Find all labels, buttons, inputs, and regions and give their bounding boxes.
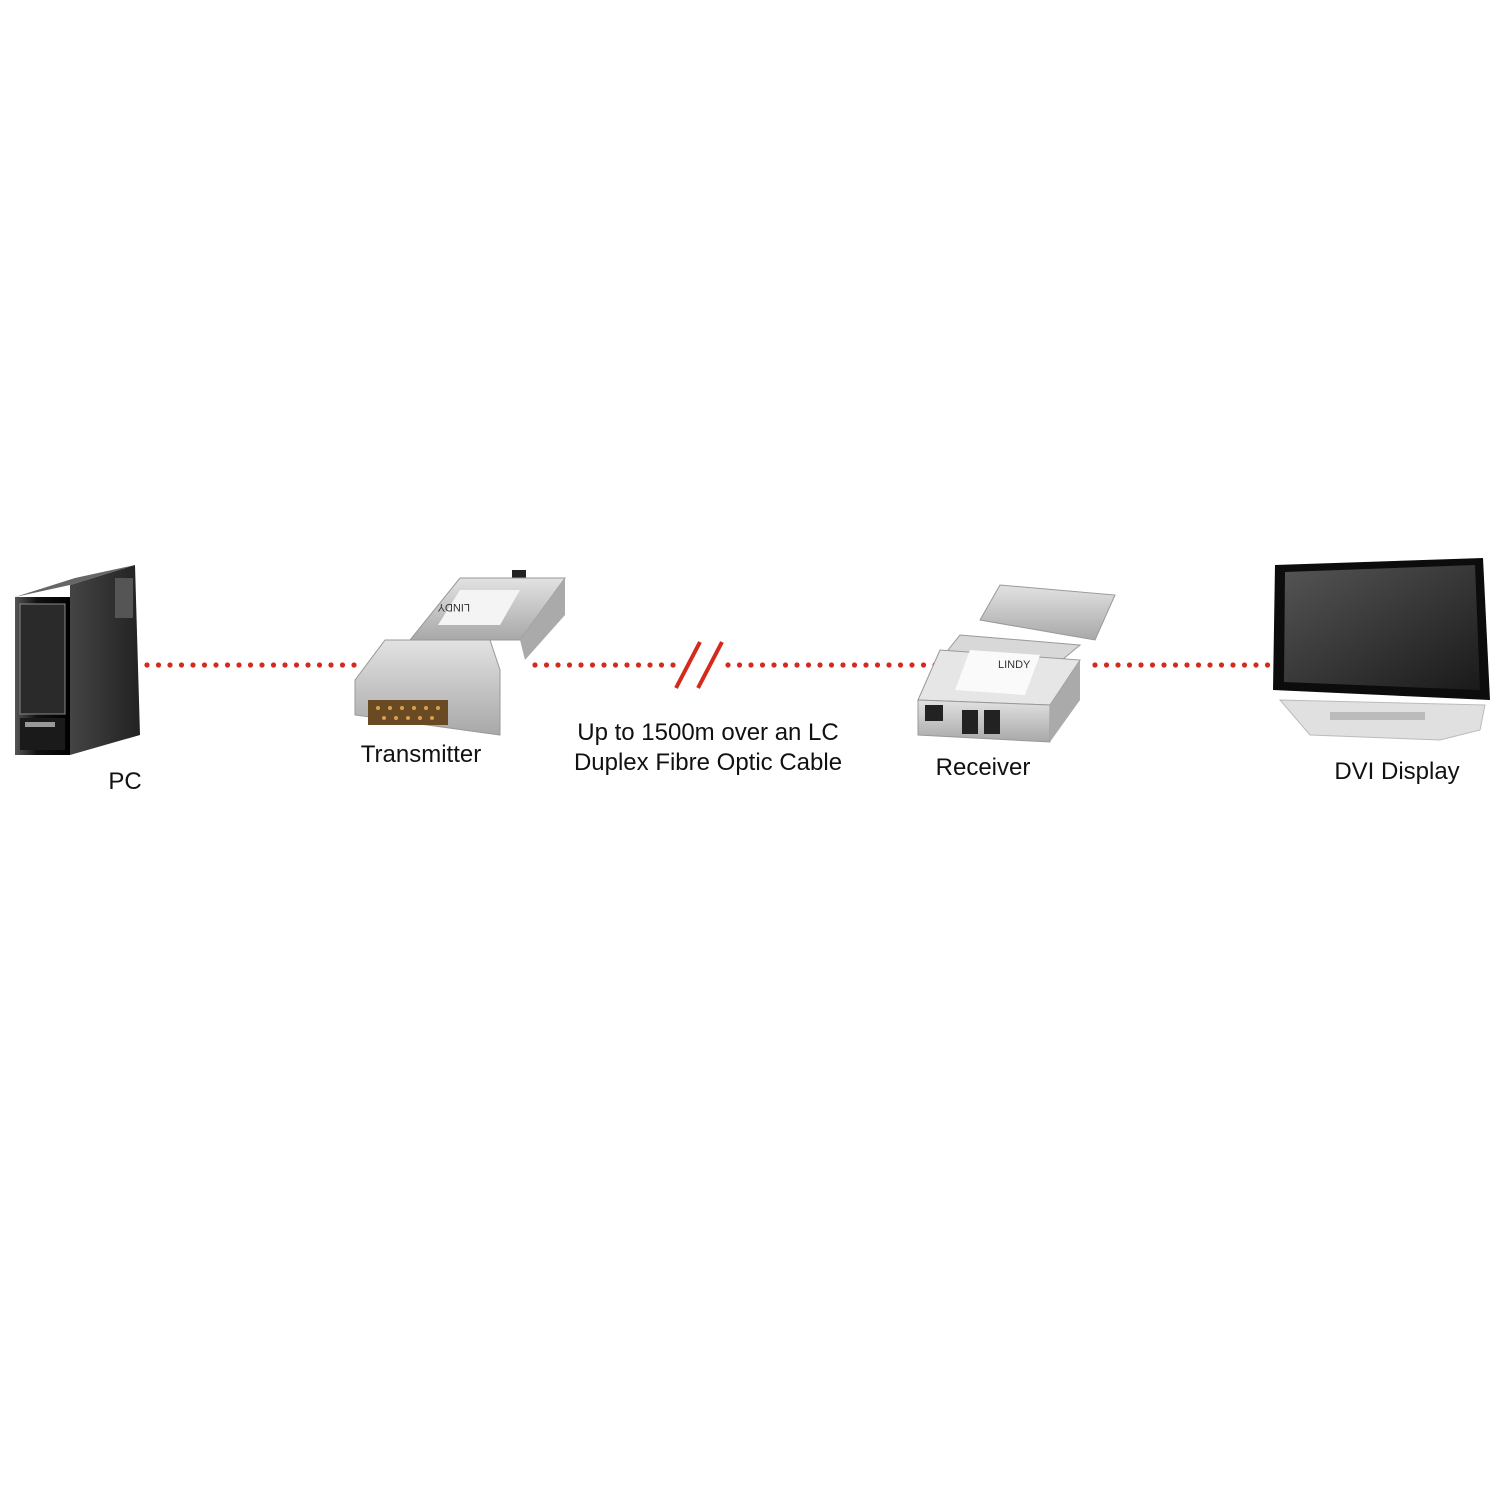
link-caption-line2: Duplex Fibre Optic Cable <box>573 749 843 776</box>
link-dot <box>1230 662 1236 668</box>
link-dot <box>589 662 596 668</box>
node-label-receiver: Receiver <box>935 754 1031 781</box>
link-dot <box>886 662 892 668</box>
break-marker-icon <box>674 641 724 689</box>
link-dot <box>178 662 185 668</box>
link-dot <box>532 662 538 668</box>
link-dot <box>1253 662 1259 668</box>
link-dot <box>909 662 915 668</box>
link-dot <box>1184 662 1190 668</box>
link-dot <box>339 662 346 668</box>
link-dot <box>566 662 573 668</box>
link-dot <box>874 662 881 668</box>
link-dot <box>748 662 754 668</box>
link-dot <box>351 662 357 668</box>
link-dot <box>759 662 766 668</box>
link-dot <box>782 662 789 668</box>
desktop-tower-icon <box>15 565 140 755</box>
link-dot <box>1092 662 1098 668</box>
link-dot <box>805 662 812 668</box>
link-dot <box>624 662 630 668</box>
link-dot <box>213 662 219 668</box>
logo-text: LINDY <box>998 659 1031 671</box>
link-dot <box>1138 662 1144 668</box>
link-dot <box>293 662 300 668</box>
flat-monitor-icon <box>1273 558 1490 741</box>
link-dot <box>1126 662 1133 668</box>
link-dot <box>328 662 334 668</box>
link-dot <box>920 662 927 668</box>
logo-text: LINDY <box>437 601 470 613</box>
link-dot <box>670 662 676 668</box>
link-dot <box>1115 662 1121 668</box>
link-dot <box>612 662 619 668</box>
link-dot <box>236 662 242 668</box>
link-dot <box>828 662 835 668</box>
link-dot <box>167 662 173 668</box>
link-dot <box>270 662 277 668</box>
link-dot <box>247 662 254 668</box>
link-dot <box>543 662 550 668</box>
link-dot <box>647 662 653 668</box>
link-dot <box>851 662 858 668</box>
dvi-receiver-icon: LINDY <box>917 584 1116 743</box>
link-dot <box>259 662 265 668</box>
link-dot <box>635 662 642 668</box>
link-dot <box>1161 662 1167 668</box>
link-dot <box>282 662 288 668</box>
link-dot <box>601 662 607 668</box>
link-dot <box>817 662 823 668</box>
link-dot <box>144 662 150 668</box>
link-dot <box>863 662 869 668</box>
link-dot <box>190 662 196 668</box>
link-dot <box>1218 662 1225 668</box>
link-dot <box>897 662 904 668</box>
link-caption-line1: Up to 1500m over an LC <box>577 719 839 746</box>
link-dot <box>1195 662 1202 668</box>
node-label-display: DVI Display <box>1334 758 1460 785</box>
link-dot <box>305 662 311 668</box>
node-label-pc: PC <box>108 768 142 795</box>
link-dot <box>794 662 800 668</box>
link-dot <box>1207 662 1213 668</box>
link-dot <box>1172 662 1179 668</box>
link-dot <box>1241 662 1248 668</box>
link-dot <box>224 662 231 668</box>
link-dot <box>1264 662 1271 668</box>
link-dot <box>155 662 162 668</box>
dvi-transmitter-icon: LINDY <box>354 570 566 736</box>
link-dot <box>555 662 561 668</box>
node-label-transmitter: Transmitter <box>360 741 482 768</box>
link-dot <box>1149 662 1156 668</box>
link-dot <box>840 662 846 668</box>
link-dot <box>736 662 743 668</box>
link-dot <box>316 662 323 668</box>
link-dot <box>578 662 584 668</box>
link-dot <box>658 662 665 668</box>
link-dot <box>771 662 777 668</box>
link-dot <box>201 662 208 668</box>
link-dot <box>1103 662 1110 668</box>
link-dot <box>725 662 731 668</box>
